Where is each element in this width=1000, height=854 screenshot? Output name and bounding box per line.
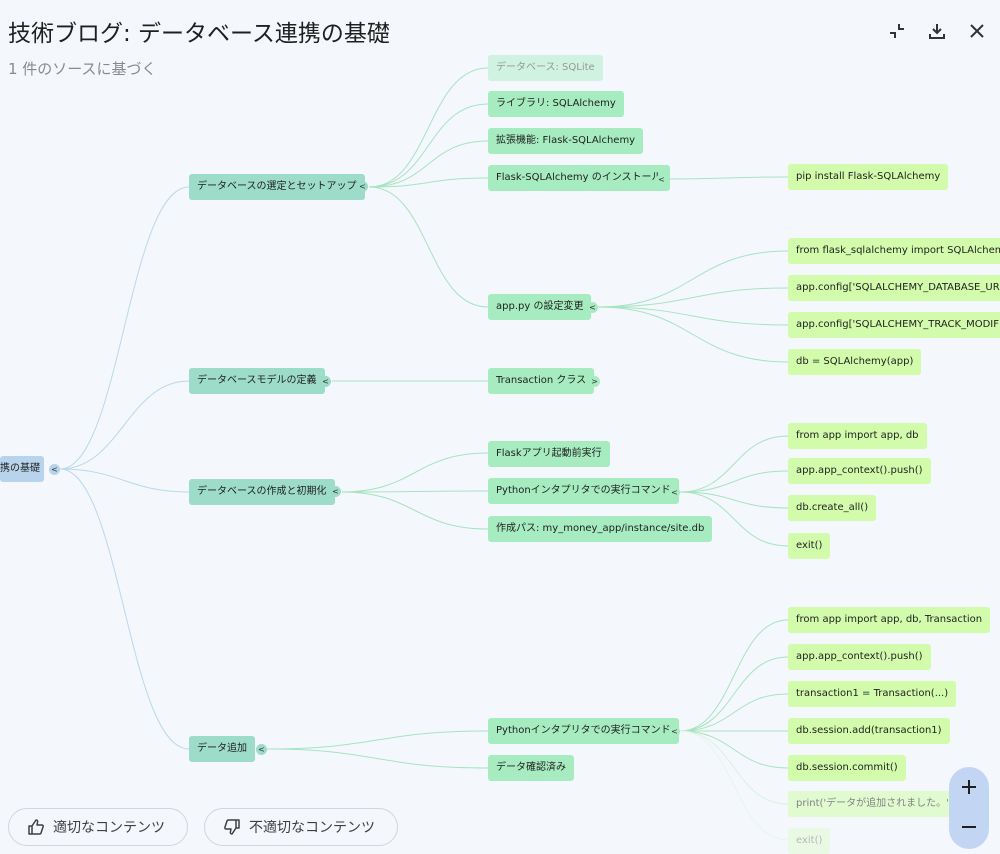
mindmap-root-node[interactable]: 携の基礎: [0, 456, 44, 482]
node-track-modifications[interactable]: app.config['SQLALCHEMY_TRACK_MODIFICATIO: [788, 312, 1000, 338]
node-config-label: app.py の設定変更: [496, 301, 584, 312]
node-exit-2[interactable]: exit(): [788, 828, 831, 854]
branch-create-label: データベースの作成と初期化: [197, 486, 327, 497]
node-extension-label: 拡張機能: Flask-SQLAlchemy: [496, 135, 636, 146]
bad-content-label: 不適切なコンテンツ: [249, 820, 375, 836]
node-import-transaction[interactable]: from app import app, db, Transaction: [788, 607, 991, 633]
node-pip-install[interactable]: pip install Flask-SQLAlchemy: [788, 164, 949, 190]
node-track-modifications-label: app.config['SQLALCHEMY_TRACK_MODIFICATIO: [796, 319, 1000, 330]
branch-create-toggle[interactable]: <: [330, 486, 341, 497]
branch-setup-label: データベースの選定とセットアップ: [197, 181, 357, 192]
node-transaction1[interactable]: transaction1 = Transaction(...): [788, 681, 957, 707]
node-database-uri[interactable]: app.config['SQLALCHEMY_DATABASE_URI'] = …: [788, 275, 1000, 301]
zoom-out-button[interactable]: [949, 807, 989, 847]
download-button[interactable]: [924, 18, 950, 44]
node-app-context-push[interactable]: app.app_context().push(): [788, 458, 931, 484]
node-add-python[interactable]: Pythonインタプリタでの実行コマンド: [488, 718, 679, 744]
node-database[interactable]: データベース: SQLite: [488, 55, 603, 81]
node-exit[interactable]: exit(): [788, 533, 831, 559]
node-install-toggle[interactable]: <: [656, 174, 667, 185]
node-print-label: print('データが追加されました。'): [796, 798, 953, 809]
node-import-app-db[interactable]: from app import app, db: [788, 423, 927, 449]
bad-content-button[interactable]: 不適切なコンテンツ: [204, 808, 398, 846]
node-import-sqlalchemy-label: from flask_sqlalchemy import SQLAlchemy: [796, 245, 1000, 256]
branch-add-toggle[interactable]: <: [256, 744, 267, 755]
node-db-init[interactable]: db = SQLAlchemy(app): [788, 349, 922, 375]
node-print[interactable]: print('データが追加されました。'): [788, 791, 961, 817]
node-install[interactable]: Flask-SQLAlchemy のインストール: [488, 165, 670, 191]
zoom-in-button[interactable]: [949, 767, 989, 807]
node-exit-2-label: exit(): [796, 835, 823, 846]
good-content-label: 適切なコンテンツ: [53, 820, 165, 836]
node-before-start-label: Flaskアプリ起動前実行: [496, 448, 602, 459]
root-toggle[interactable]: <: [49, 464, 60, 475]
download-icon: [929, 24, 945, 39]
node-create-python[interactable]: Pythonインタプリタでの実行コマンド: [488, 478, 679, 504]
node-exit-label: exit(): [796, 540, 823, 551]
node-extension[interactable]: 拡張機能: Flask-SQLAlchemy: [488, 128, 644, 154]
source-count: 1 件のソースに基づく: [8, 60, 157, 78]
node-transaction1-label: transaction1 = Transaction(...): [796, 688, 949, 699]
node-session-commit[interactable]: db.session.commit(): [788, 755, 906, 781]
zoom-controls: [949, 767, 989, 849]
branch-create[interactable]: データベースの作成と初期化: [189, 479, 335, 505]
branch-add-label: データ追加: [197, 743, 247, 754]
thumbs-up-icon: [28, 819, 44, 835]
node-transaction-class[interactable]: Transaction クラス: [488, 368, 595, 394]
branch-setup-toggle[interactable]: <: [357, 181, 368, 192]
node-app-context-push-2[interactable]: app.app_context().push(): [788, 644, 931, 670]
branch-add[interactable]: データ追加: [189, 736, 255, 762]
node-app-context-push-2-label: app.app_context().push(): [796, 651, 923, 662]
node-add-python-toggle[interactable]: <: [669, 726, 680, 737]
node-library-label: ライブラリ: SQLAlchemy: [496, 98, 616, 109]
node-import-transaction-label: from app import app, db, Transaction: [796, 614, 983, 625]
minus-icon: [962, 826, 976, 828]
node-create-python-label: Pythonインタプリタでの実行コマンド: [496, 485, 671, 496]
node-transaction-class-label: Transaction クラス: [496, 375, 587, 386]
node-add-python-label: Pythonインタプリタでの実行コマンド: [496, 725, 671, 736]
close-icon: [970, 24, 984, 38]
node-session-add-label: db.session.add(transaction1): [796, 725, 942, 736]
branch-model-label: データベースモデルの定義: [197, 375, 317, 386]
root-label: 携の基礎: [0, 463, 40, 474]
page-title: 技術ブログ: データベース連携の基礎: [8, 21, 390, 47]
node-create-all[interactable]: db.create_all(): [788, 495, 877, 521]
node-database-uri-label: app.config['SQLALCHEMY_DATABASE_URI'] = …: [796, 282, 1000, 293]
plus-icon: [962, 780, 976, 794]
branch-model-toggle[interactable]: <: [320, 376, 331, 387]
node-session-add[interactable]: db.session.add(transaction1): [788, 718, 950, 744]
node-install-label: Flask-SQLAlchemy のインストール: [496, 172, 662, 183]
node-config-toggle[interactable]: <: [587, 302, 598, 313]
close-button[interactable]: [964, 18, 990, 44]
branch-model[interactable]: データベースモデルの定義: [189, 368, 325, 394]
collapse-button[interactable]: [884, 18, 910, 44]
thumbs-down-icon: [224, 819, 240, 835]
node-import-sqlalchemy[interactable]: from flask_sqlalchemy import SQLAlchemy: [788, 238, 1000, 264]
node-app-context-push-label: app.app_context().push(): [796, 465, 923, 476]
node-create-python-toggle[interactable]: <: [669, 487, 680, 498]
node-pip-install-label: pip install Flask-SQLAlchemy: [796, 171, 941, 182]
node-import-app-db-label: from app import app, db: [796, 430, 919, 441]
collapse-icon: [890, 24, 904, 38]
node-transaction-class-toggle[interactable]: >: [589, 376, 600, 387]
node-db-init-label: db = SQLAlchemy(app): [796, 356, 914, 367]
branch-setup[interactable]: データベースの選定とセットアップ: [189, 174, 365, 200]
good-content-button[interactable]: 適切なコンテンツ: [8, 808, 188, 846]
node-data-confirmed[interactable]: データ確認済み: [488, 755, 574, 781]
node-before-start[interactable]: Flaskアプリ起動前実行: [488, 441, 610, 467]
node-create-all-label: db.create_all(): [796, 502, 869, 513]
node-config[interactable]: app.py の設定変更: [488, 294, 592, 320]
node-session-commit-label: db.session.commit(): [796, 762, 898, 773]
node-data-confirmed-label: データ確認済み: [496, 762, 566, 773]
node-create-path[interactable]: 作成パス: my_money_app/instance/site.db: [488, 516, 713, 542]
node-library[interactable]: ライブラリ: SQLAlchemy: [488, 91, 624, 117]
node-database-label: データベース: SQLite: [496, 62, 595, 73]
node-create-path-label: 作成パス: my_money_app/instance/site.db: [496, 523, 705, 534]
